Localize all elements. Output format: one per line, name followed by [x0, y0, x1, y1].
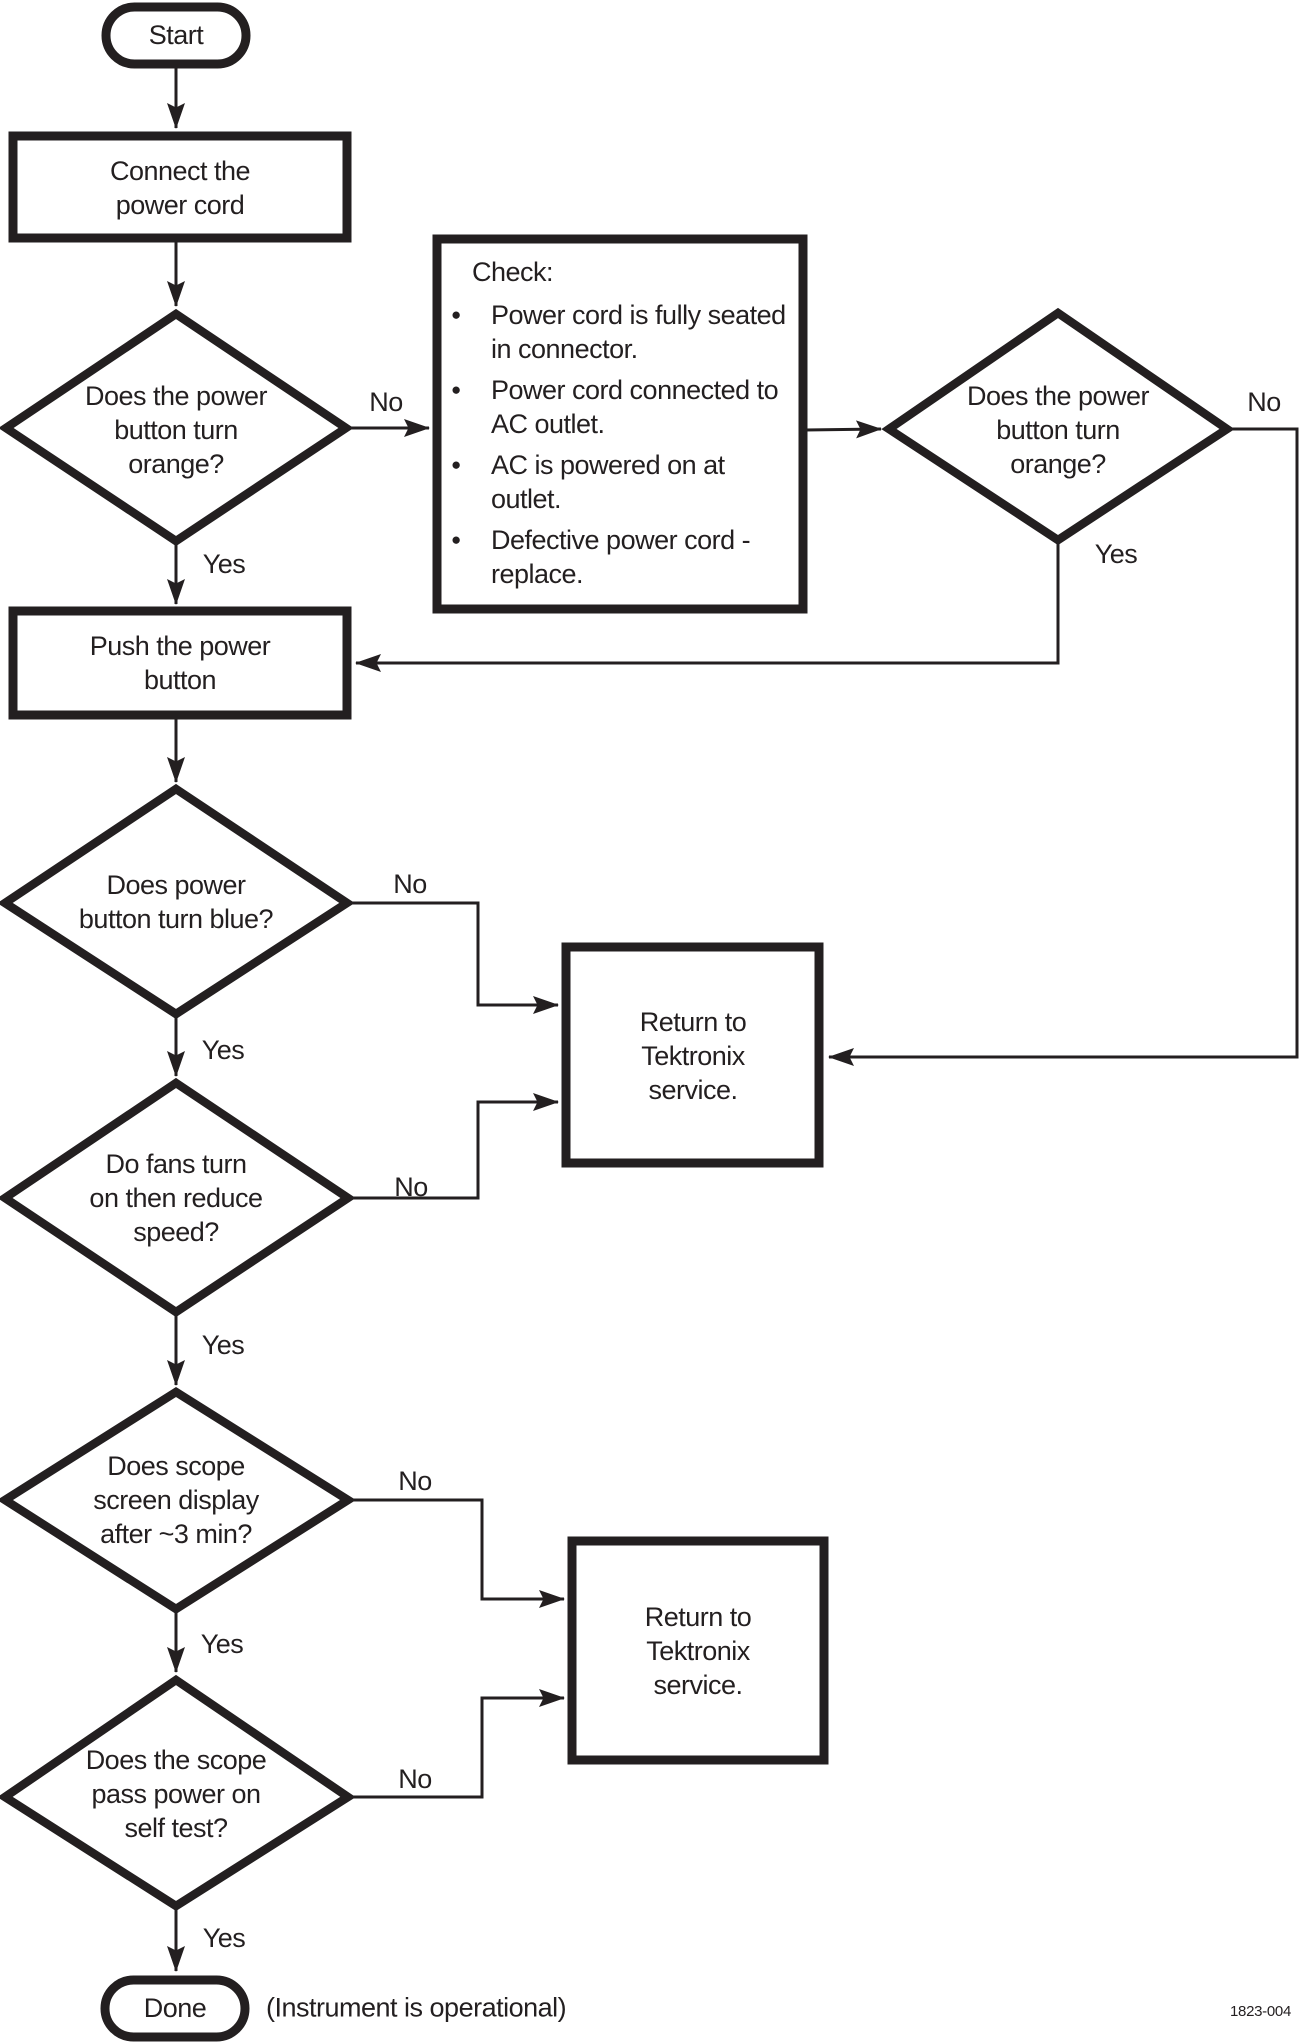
connector-selftest-no-to-return2 — [347, 1689, 565, 1799]
check-item: AC is powered on at outlet. — [446, 448, 791, 516]
connector-fans-no-to-return1 — [347, 1093, 559, 1200]
decision-screen-no-label: No — [398, 1466, 432, 1496]
push-power-button-label: Push the power button — [89, 631, 271, 695]
return-service-1-shape — [561, 942, 824, 1168]
decision-orange2-label: Does the power button turn orange? — [966, 381, 1150, 479]
connect-power-cord-label: Connect the power cord — [109, 156, 251, 220]
decision-selftest-no-label: No — [398, 1764, 432, 1794]
check-list-title: Check: — [472, 257, 554, 287]
decision-orange1-yes-label: Yes — [202, 549, 246, 579]
instrument-operational-note: (Instrument is operational) — [266, 1992, 567, 2023]
decision-blue-label: Does power button turn blue? — [78, 870, 274, 934]
decision-screen-label: Does scope screen display after ~3 min? — [93, 1451, 259, 1549]
decision-screen-yes-label: Yes — [200, 1629, 244, 1659]
check-item: Defective power cord - replace. — [446, 523, 791, 591]
check-item: Power cord connected to AC outlet. — [446, 373, 791, 441]
check-item-text: Defective power cord - replace. — [491, 525, 751, 589]
decision-fans-yes-label: Yes — [201, 1330, 245, 1360]
return-service-2-shape — [567, 1536, 829, 1765]
connect-power-cord-shape — [8, 131, 352, 243]
check-list: Check: Power cord is fully seated in con… — [446, 255, 791, 598]
decision-orange2-yes-label: Yes — [1094, 539, 1138, 569]
done-label: Done — [143, 1993, 207, 2023]
connector-screen-no-to-return2 — [347, 1498, 565, 1608]
decision-blue-no-label: No — [393, 869, 427, 899]
connector-orange2-yes-to-push — [355, 541, 1060, 672]
return-service-2-label: Return to Tektronix service. — [644, 1602, 752, 1700]
return-service-1-label: Return to Tektronix service. — [639, 1007, 747, 1105]
decision-selftest-label: Does the scope pass power on self test? — [85, 1745, 267, 1843]
decision-selftest-yes-label: Yes — [202, 1923, 246, 1953]
decision-selftest-shape — [0, 1674, 356, 1912]
decision-orange2-shape — [881, 307, 1235, 546]
connector-orange2-no-to-return1 — [828, 427, 1299, 1066]
decision-fans-shape — [0, 1077, 356, 1318]
decision-orange2-no-label: No — [1247, 387, 1281, 417]
check-item-text: Power cord connected to AC outlet. — [491, 375, 779, 439]
decision-screen-shape — [0, 1386, 356, 1615]
document-number: 1823-004 — [1230, 2003, 1291, 2020]
decision-orange1-label: Does the power button turn orange? — [84, 381, 268, 479]
start-terminator-shape — [101, 2, 251, 69]
start-label: Start — [148, 20, 204, 50]
done-terminator-shape — [100, 1975, 250, 2042]
decision-blue-shape — [0, 783, 355, 1020]
decision-blue-yes-label: Yes — [201, 1035, 245, 1065]
check-item-text: Power cord is fully seated in connector. — [491, 300, 786, 364]
decision-fans-label: Do fans turn on then reduce speed? — [89, 1149, 263, 1247]
decision-fans-no-label: No — [394, 1172, 428, 1202]
check-item-text: AC is powered on at outlet. — [491, 450, 725, 514]
decision-orange1-shape — [0, 308, 354, 547]
check-item: Power cord is fully seated in connector. — [446, 298, 791, 366]
connector-blue-no-to-return1 — [346, 901, 559, 1014]
push-power-button-shape — [8, 606, 352, 720]
decision-orange1-no-label: No — [369, 387, 403, 417]
connector-check-to-orange2 — [804, 420, 882, 439]
